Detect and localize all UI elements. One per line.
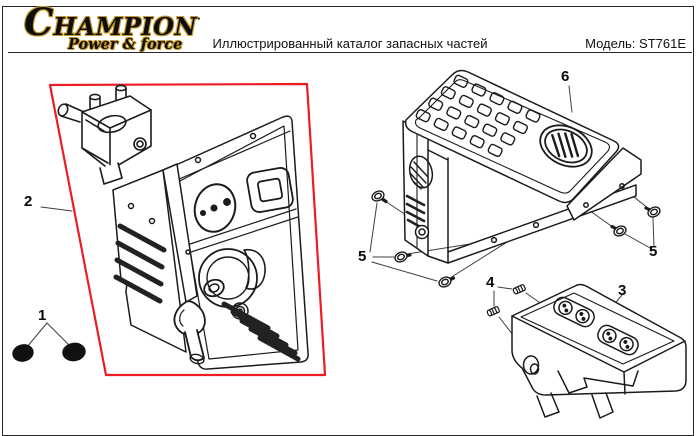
callout-5-right: 5 (649, 243, 658, 260)
part3-outlet-box (511, 283, 687, 419)
highlight-box (48, 82, 327, 377)
part6-cover (402, 69, 642, 264)
catalog-title: Иллюстрированный каталог запасных частей (212, 36, 488, 51)
brand-logo: CHAMPION· Power & force (24, 4, 201, 54)
brand-name: CHAMPION· (24, 4, 201, 41)
part2-control-panel (112, 115, 309, 370)
part2-switch-bracket (57, 84, 152, 185)
model-label: Модель: ST761E (585, 36, 686, 51)
part1-caps (12, 342, 86, 362)
callout-3: 3 (618, 282, 627, 299)
brand-tagline: Power & force (68, 36, 183, 53)
part4-screws (486, 284, 526, 317)
parts-diagram (12, 69, 687, 419)
part5-bolts (371, 190, 661, 288)
callout-5-left: 5 (358, 248, 367, 265)
brand-rest: HAMPION (53, 12, 197, 41)
brand-reg-mark: · (196, 11, 202, 26)
brand-initial: C (24, 0, 54, 44)
callout-6: 6 (561, 68, 570, 85)
cover-vent-grid (415, 74, 541, 158)
callout-1: 1 (38, 307, 47, 324)
header-divider (8, 52, 692, 53)
callout-4: 4 (486, 274, 495, 291)
cover-logo-emblem (539, 124, 593, 168)
callout-2: 2 (24, 193, 33, 210)
